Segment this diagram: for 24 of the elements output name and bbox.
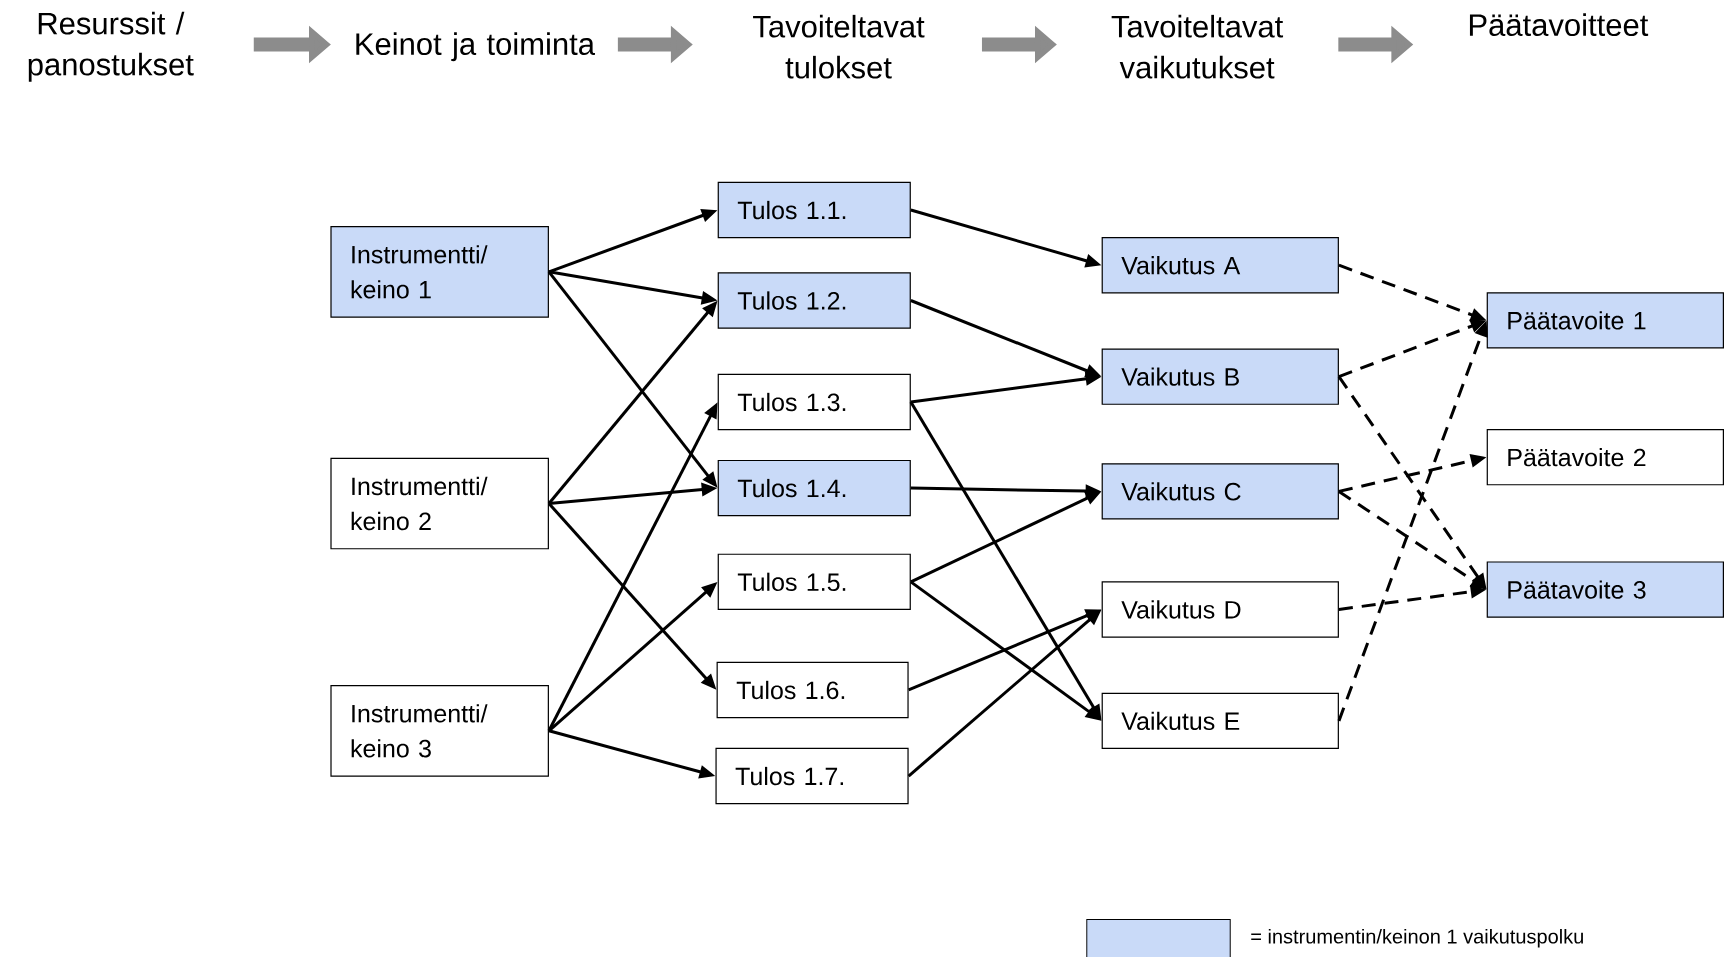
column-heading: Resurssit / panostukset [28, 11, 194, 82]
process-box: Tulos 1.7. [715, 747, 909, 805]
column-heading: Keinot ja toiminta [356, 32, 595, 62]
process-box: Vaikutus C [1101, 463, 1339, 520]
column-heading: Tavoiteltavat vaikutukset [1111, 14, 1284, 79]
process-box: Tulos 1.6. [716, 661, 909, 719]
legend-text: = instrumentin/keinon 1 vaikutuspolku [1251, 928, 1583, 948]
process-box: Instrumentti/ keino 3 [330, 684, 549, 777]
process-box: Tulos 1.5. [717, 553, 911, 611]
process-box: Vaikutus B [1101, 348, 1339, 405]
process-box: Vaikutus A [1101, 237, 1339, 294]
process-box: Instrumentti/ keino 1 [330, 226, 549, 318]
process-box: Päätavoite 2 [1486, 429, 1724, 486]
process-box: Päätavoite 1 [1486, 292, 1724, 349]
process-box: Tulos 1.2. [717, 272, 911, 329]
column-heading: Tavoiteltavat tulokset [753, 14, 925, 79]
process-box: Tulos 1.4. [717, 459, 911, 517]
process-box: Vaikutus D [1101, 581, 1339, 638]
process-box: Päätavoite 3 [1486, 561, 1724, 618]
process-box: Vaikutus E [1101, 692, 1339, 750]
process-box: Tulos 1.3. [717, 373, 911, 431]
process-box: Instrumentti/ keino 2 [330, 457, 549, 550]
column-heading: Päätavoitteet [1469, 13, 1649, 37]
process-box: Tulos 1.1. [717, 181, 911, 239]
